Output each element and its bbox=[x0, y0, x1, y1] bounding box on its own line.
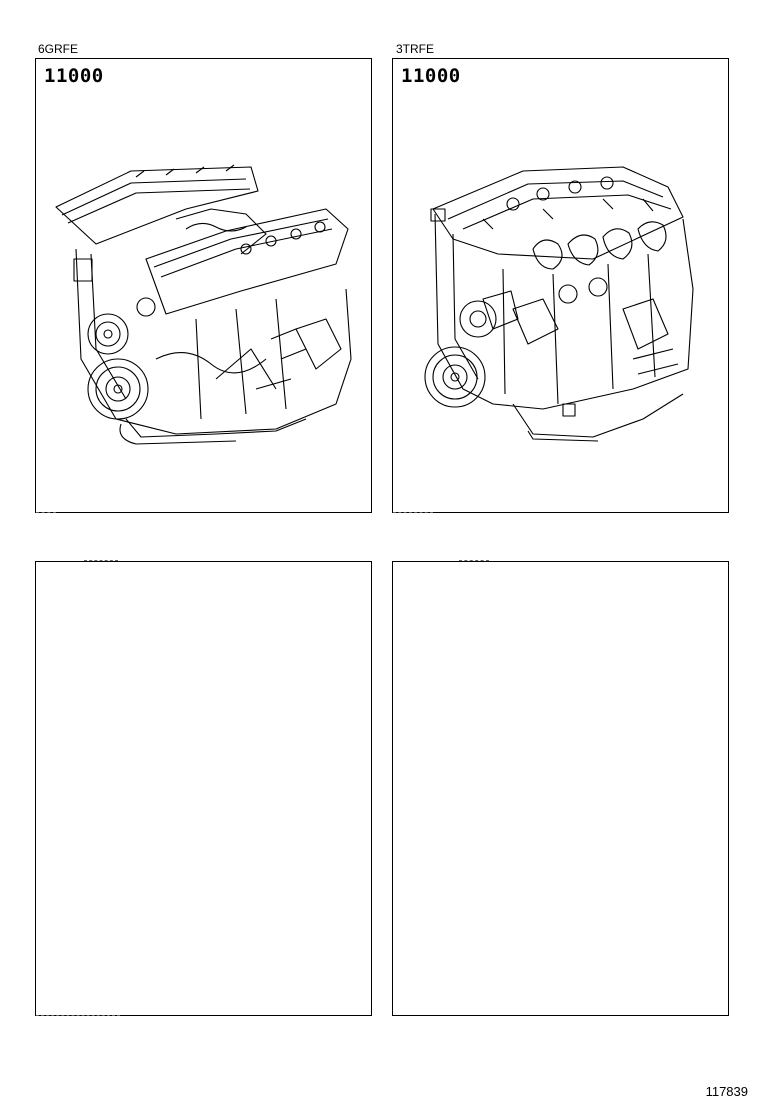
panel-edge-dash bbox=[84, 560, 118, 562]
panel-edge-dash bbox=[393, 512, 433, 514]
engine-code-label-6grfe: 6GRFE bbox=[38, 42, 79, 56]
panel-edge-dash bbox=[459, 560, 489, 562]
v6-engine-assembly-icon bbox=[55, 164, 352, 445]
part-number-label: 11000 bbox=[44, 65, 104, 87]
engine-code-label-3trfe: 3TRFE bbox=[396, 42, 435, 56]
parts-panel-6grfe[interactable]: 11000 bbox=[35, 58, 372, 513]
part-number-label: 11000 bbox=[401, 65, 461, 87]
panel-edge-dash bbox=[36, 512, 56, 514]
inline4-engine-assembly-icon bbox=[424, 166, 694, 442]
panel-edge-dash bbox=[36, 1015, 120, 1017]
empty-parts-panel-left[interactable] bbox=[35, 560, 372, 1017]
parts-panel-3trfe[interactable]: 11000 bbox=[392, 58, 729, 513]
figure-code: 117839 bbox=[705, 1084, 748, 1099]
empty-parts-panel-right[interactable] bbox=[392, 560, 729, 1016]
